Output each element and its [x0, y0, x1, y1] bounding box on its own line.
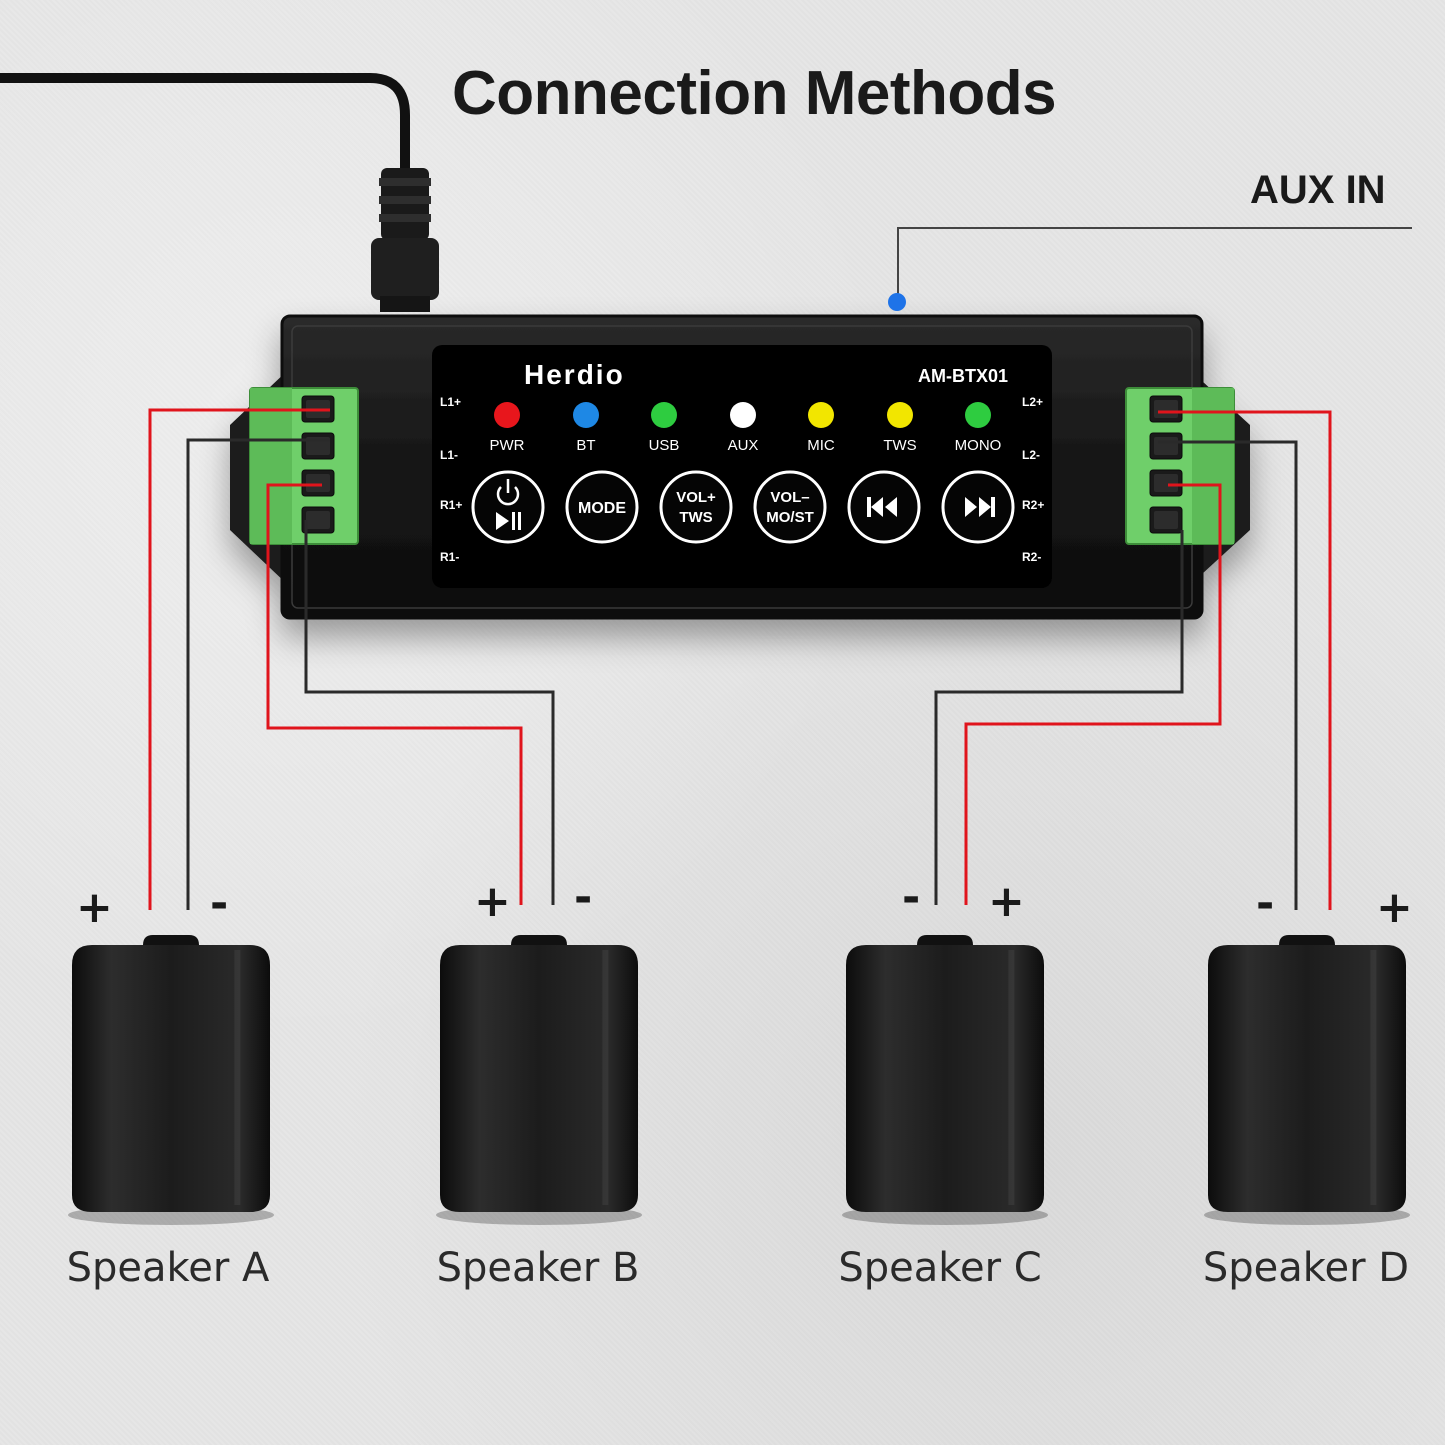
panel-button-5[interactable] [941, 470, 1015, 544]
speaker-b-label: Speaker B [436, 1245, 640, 1291]
panel-button-2[interactable]: VOL+ TWS [659, 470, 733, 544]
amplifier-device [230, 314, 1250, 620]
brand-logo: Herdio [524, 359, 625, 390]
terminal-label-right: R2- [1022, 550, 1041, 564]
wire-r1-plus [266, 483, 523, 905]
wire-l2-minus [1158, 440, 1298, 910]
panel-button-4[interactable] [847, 470, 921, 544]
speaker-mount-knob [1279, 935, 1335, 945]
panel-button-3[interactable]: VOL– MO/ST [753, 470, 827, 544]
speaker-c-right-sign: + [988, 876, 1025, 927]
terminal-label-left: L1- [440, 448, 458, 462]
speaker-c [842, 935, 1048, 1225]
aux-in-label: AUX IN [1250, 168, 1386, 212]
terminal-label-left: R1+ [440, 498, 462, 512]
power-play-pause-icon [496, 479, 521, 530]
terminal-label-right: R2+ [1022, 498, 1044, 512]
indicator-led-tws [887, 402, 913, 428]
indicator-led-bt [573, 402, 599, 428]
button-label-line1: VOL+ [676, 489, 716, 506]
model-number: AM-BTX01 [918, 366, 1008, 386]
indicator-led-mono [965, 402, 991, 428]
dc-plug [371, 238, 439, 300]
wire-l1-minus [186, 438, 330, 910]
speaker-b-left-sign: + [474, 876, 511, 927]
previous-track-icon [867, 497, 897, 517]
wire-l1-plus [148, 408, 330, 910]
button-label-line1: VOL– [770, 489, 809, 506]
aux-leader-line [897, 227, 1412, 300]
panel-button-1[interactable]: MODE [565, 470, 639, 544]
wiring [148, 408, 1332, 910]
button-label-line2: TWS [679, 509, 712, 526]
indicator-led-mic [808, 402, 834, 428]
terminal-block-right [1125, 387, 1235, 545]
speaker-d [1204, 935, 1410, 1225]
indicator-label: AUX [728, 437, 759, 454]
speaker-d-left-sign: - [1256, 878, 1275, 929]
speaker-c-left-sign: - [902, 872, 921, 923]
page-title: Connection Methods [452, 59, 1057, 128]
speaker-mount-knob [917, 935, 973, 945]
button-label-line2: MO/ST [766, 509, 814, 526]
speaker-c-label: Speaker C [838, 1245, 1042, 1291]
indicator-led-pwr [494, 402, 520, 428]
terminal-label-right: L2+ [1022, 395, 1043, 409]
aux-in-port-indicator [888, 293, 906, 311]
button-label: MODE [578, 500, 626, 517]
wire-r2-plus [964, 483, 1222, 905]
indicator-label: MIC [807, 437, 835, 454]
indicator-label: TWS [883, 437, 916, 454]
speaker-a-left-sign: + [76, 882, 113, 933]
speaker-d-right-sign: + [1376, 882, 1413, 933]
terminal-label-right: L2- [1022, 448, 1040, 462]
wire-r1-minus [304, 520, 555, 905]
power-cable [0, 73, 439, 312]
speaker-a-right-sign: - [210, 878, 229, 929]
speaker-mount-knob [511, 935, 567, 945]
indicator-led-usb [651, 402, 677, 428]
speaker-a [68, 935, 274, 1225]
speaker-d-label: Speaker D [1202, 1245, 1410, 1291]
speaker-b [436, 935, 642, 1225]
terminal-label-left: L1+ [440, 395, 461, 409]
indicator-label: USB [649, 437, 680, 454]
indicator-label: MONO [955, 437, 1002, 454]
speaker-a-label: Speaker A [66, 1245, 270, 1291]
indicator-led-aux [730, 402, 756, 428]
indicator-label: BT [576, 437, 595, 454]
wire-l2-plus [1158, 410, 1332, 910]
terminal-block-left [249, 387, 359, 545]
speaker-b-right-sign: - [574, 872, 593, 923]
wire-r2-minus [934, 530, 1184, 905]
next-track-icon [965, 497, 995, 517]
speaker-mount-knob [143, 935, 199, 945]
terminal-label-left: R1- [440, 550, 459, 564]
indicator-label: PWR [490, 437, 525, 454]
panel-button-0[interactable] [471, 470, 545, 544]
